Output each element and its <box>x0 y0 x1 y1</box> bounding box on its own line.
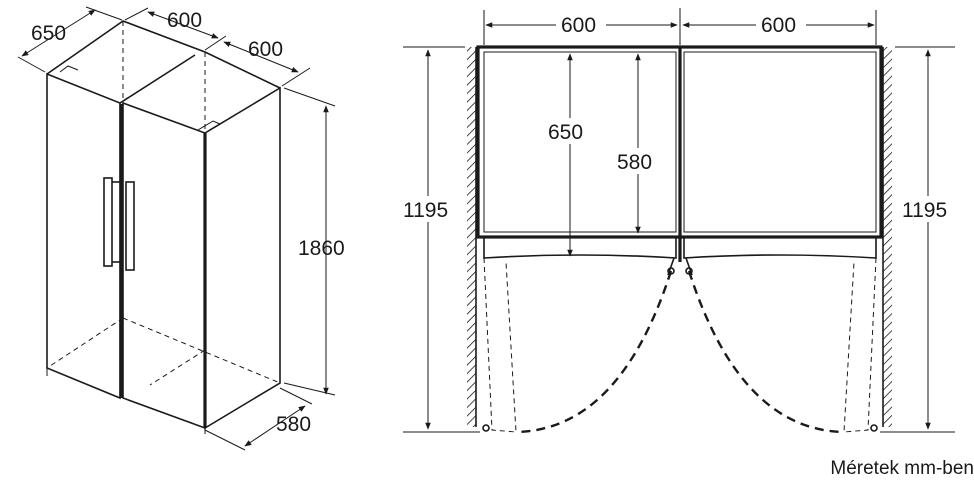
dim-line-580 <box>244 405 306 447</box>
ext-600a-a <box>124 7 149 21</box>
plan-inner-depth-label: 580 <box>617 151 652 174</box>
plan-door-left <box>483 236 677 259</box>
dim-line-600-right <box>223 41 299 73</box>
plan-650-bg <box>546 118 594 144</box>
plan-right-body <box>683 51 877 233</box>
ext-1860-bottom <box>283 382 336 396</box>
ext-600b-b <box>281 67 311 87</box>
wall-right-hatch <box>883 47 892 427</box>
door-edge-right <box>685 257 693 276</box>
iso-width-right-label: 600 <box>248 38 283 61</box>
plan-walls <box>467 47 892 427</box>
iso-base-depth-label: 580 <box>276 413 311 436</box>
plan-width-right-bg <box>756 12 806 36</box>
door-edge-left <box>667 257 675 276</box>
dim-line-600-top <box>147 11 219 39</box>
hinge-wall-left <box>482 424 490 432</box>
swing-arc-right <box>687 270 845 434</box>
ext-580-a <box>204 429 246 451</box>
right-unit-side <box>204 86 281 430</box>
iso-dimensions: 650 600 600 1860 580 <box>17 6 345 451</box>
iso-width-left-label: 600 <box>167 9 202 32</box>
wall-left-hatch <box>467 47 476 427</box>
open-door-left-outline <box>483 257 517 433</box>
hidden-base-left <box>46 317 124 369</box>
iso-depth-label: 650 <box>31 22 66 45</box>
swing-arc-left <box>515 270 673 434</box>
right-unit-front <box>122 101 206 430</box>
ext-600b-a <box>204 35 227 51</box>
ext-650-b <box>85 6 123 21</box>
plan-clearance-left-label: 1195 <box>403 199 448 222</box>
hidden-base-back <box>122 317 281 384</box>
plan-580-bg <box>614 148 662 174</box>
plan-door-right <box>683 236 877 259</box>
plan-dimensions: 600 600 650 580 1195 1195 <box>401 8 956 433</box>
plan-width-left-label: 600 <box>561 14 596 37</box>
plan-left-body <box>483 51 677 233</box>
clearance-right-bg <box>900 196 956 222</box>
plan-width-left-bg <box>556 12 606 36</box>
handle-left <box>103 177 113 267</box>
ext-1860-top <box>283 87 336 107</box>
ext-650-a <box>17 56 46 73</box>
open-door-right-outline <box>843 257 877 433</box>
top-lip-left <box>59 65 79 73</box>
plan-fridge <box>476 45 883 434</box>
clearance-left-bg <box>401 196 455 222</box>
ext-580-b <box>279 387 313 405</box>
units-note: Méretek mm-ben <box>830 458 974 479</box>
top-back-edge <box>46 20 281 89</box>
hinge-wall-right <box>870 424 878 432</box>
plan-outer-depth-label: 650 <box>548 121 583 144</box>
handle-right <box>125 181 135 271</box>
iso-height-label: 1860 <box>298 237 345 260</box>
top-lip-right <box>197 120 221 131</box>
iso-fridge <box>46 20 281 434</box>
plan-clearance-right-label: 1195 <box>902 199 947 222</box>
plan-width-right-label: 600 <box>761 14 796 37</box>
top-divider <box>119 54 196 104</box>
left-unit-front <box>46 72 121 400</box>
hidden-mid-base <box>149 349 206 386</box>
dim-line-650 <box>21 9 96 57</box>
